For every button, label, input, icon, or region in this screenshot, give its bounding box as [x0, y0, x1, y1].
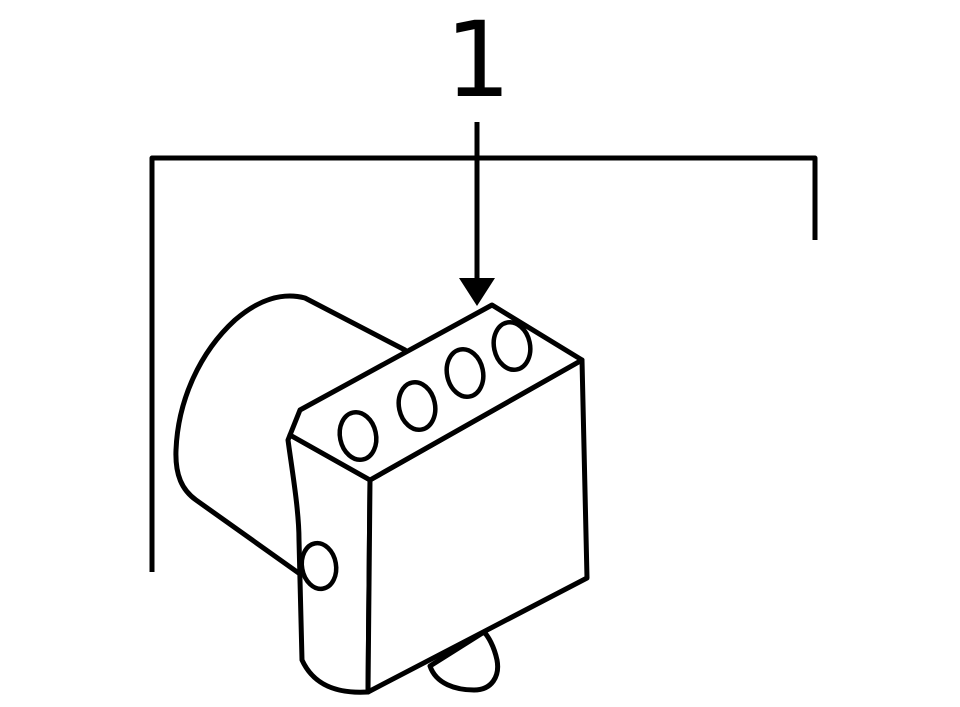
top-hole-2 — [396, 379, 438, 433]
top-hole-4 — [491, 319, 533, 373]
leader-arrowhead — [459, 278, 495, 306]
callout-number: 1 — [445, 0, 511, 121]
group-bracket — [149, 155, 818, 572]
top-hole-1 — [337, 409, 379, 463]
top-hole-3 — [444, 346, 486, 400]
bottom-knob — [427, 629, 501, 693]
side-hole — [299, 540, 339, 592]
